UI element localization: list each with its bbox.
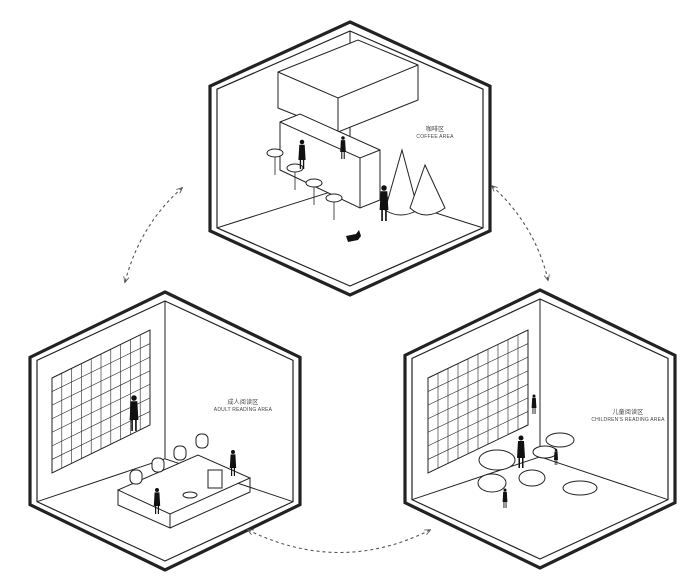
arrow-adult-children (248, 530, 430, 553)
flow-arrows (125, 186, 548, 553)
label-children-en: CHILDREN'S READING AREA (591, 417, 665, 423)
label-coffee-area: 咖啡区 COFFEE AREA (405, 127, 465, 141)
chair (173, 445, 187, 461)
seating-pouf (562, 480, 598, 496)
chair (151, 457, 165, 473)
room-adult-reading-area (28, 290, 302, 572)
room-inner-outline (216, 30, 484, 287)
seating-pouf (545, 432, 575, 448)
person-figure (554, 448, 558, 465)
seating-pouf (532, 445, 558, 459)
bar-stool (305, 178, 323, 188)
room-childrens-reading-area (403, 288, 677, 570)
side-table (182, 491, 198, 499)
cone-sculpture (409, 163, 446, 216)
dog-figure (346, 230, 361, 242)
person-figure (340, 136, 346, 159)
label-children-cn: 儿童阅读区 (612, 410, 644, 416)
counter-canopy (277, 39, 419, 133)
floor-edge-left (36, 458, 166, 503)
room-outline (208, 20, 492, 297)
person-figure (517, 435, 525, 468)
label-children-area: 儿童阅读区 CHILDREN'S READING AREA (583, 410, 673, 424)
room-inner-outline (411, 298, 669, 560)
seating-pouf (518, 469, 546, 487)
person-figure (153, 488, 161, 514)
person-figure (129, 395, 139, 431)
person-figure (229, 450, 237, 476)
room-outline (28, 290, 302, 572)
label-adult-cn: 成人阅读区 (227, 400, 259, 406)
chair (129, 469, 143, 485)
person-figure (298, 139, 306, 169)
room-coffee-area (208, 20, 492, 297)
bookshelf (427, 329, 529, 474)
label-adult-area: 成人阅读区 ADULT READING AREA (208, 400, 278, 414)
person-figure (379, 185, 389, 221)
seating-pouf (478, 449, 516, 471)
room-outline (403, 288, 677, 570)
label-coffee-cn: 咖啡区 (425, 127, 445, 133)
seating-pouf (477, 473, 507, 493)
chair (207, 469, 223, 489)
bar-stool (266, 148, 284, 158)
label-adult-en: ADULT READING AREA (213, 407, 273, 413)
bar-counter (279, 113, 381, 209)
floor-edge-right (539, 456, 669, 501)
arrow-coffee-children (492, 186, 548, 280)
bar-stool (325, 193, 343, 203)
room-inner-outline (36, 300, 294, 562)
person-figure (531, 394, 537, 414)
person-figure (502, 488, 508, 508)
bookshelf (51, 329, 151, 474)
label-coffee-en: COFFEE AREA (416, 134, 454, 140)
arrow-coffee-adult (125, 188, 182, 282)
chair (195, 433, 209, 449)
